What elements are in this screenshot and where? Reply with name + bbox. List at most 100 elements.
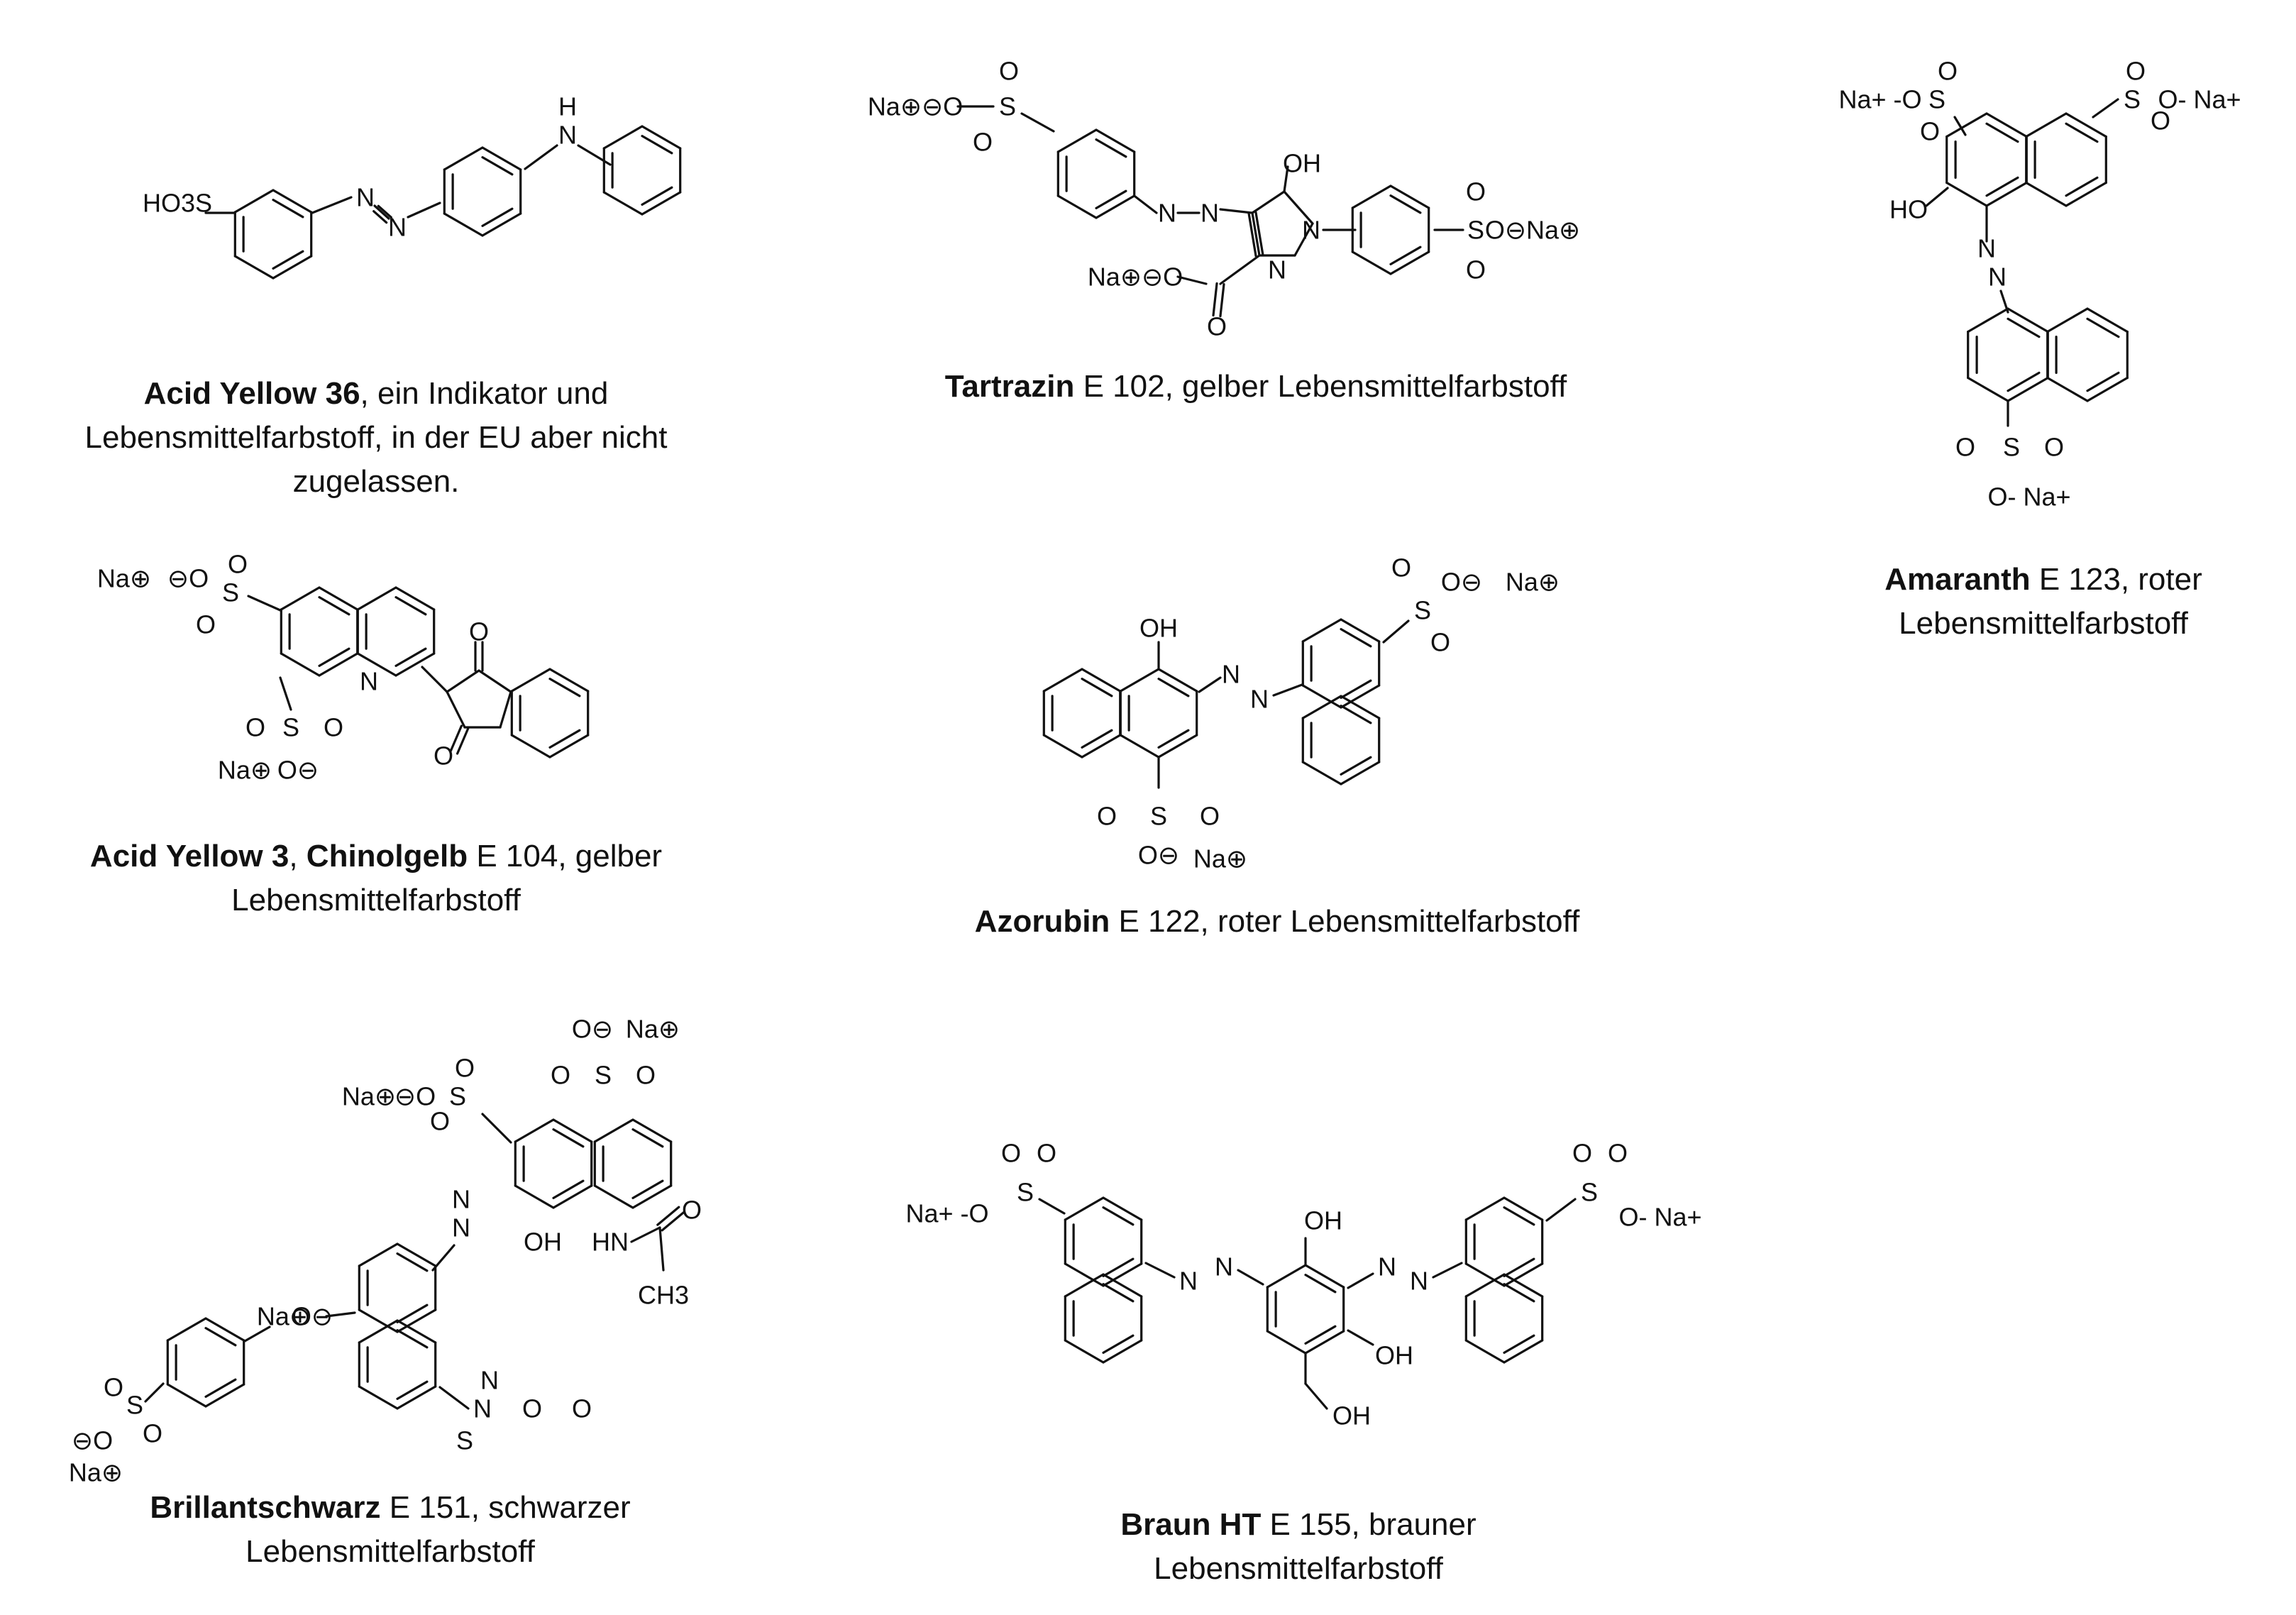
ring-bond	[394, 586, 436, 611]
bond	[658, 1226, 665, 1272]
ring-bond	[1340, 695, 1381, 720]
atom-label: Na+ -O	[905, 1199, 988, 1228]
atom-label: O	[1430, 628, 1450, 657]
bond	[1020, 112, 1055, 133]
atom-label: O	[2044, 433, 2064, 462]
atom-label: N	[558, 121, 577, 150]
ring-inner-bond	[1095, 138, 1127, 158]
ring-inner-bond	[396, 1329, 429, 1349]
ring-inner-bond	[2065, 176, 2099, 197]
atom-label: O⊖	[277, 756, 319, 785]
ring-bond	[2007, 376, 2049, 402]
ring-bond	[1464, 1273, 1506, 1298]
ring-bond	[1119, 668, 1160, 693]
bond	[1382, 619, 1410, 644]
ring-bond	[641, 191, 682, 216]
atom-label: O	[469, 617, 489, 646]
bond	[144, 1382, 165, 1403]
ring-inner-bond	[1102, 1334, 1135, 1354]
double-bond	[1254, 211, 1264, 256]
ring-inner-bond	[548, 678, 581, 698]
ring-bond	[1301, 761, 1342, 786]
ring-inner-bond	[272, 250, 304, 270]
ring-bond	[2065, 181, 2107, 207]
bond	[438, 1386, 470, 1410]
bond	[524, 144, 558, 170]
ring-bond	[1985, 181, 2028, 207]
atom-label: S	[1928, 85, 1945, 114]
atom-label: O	[1608, 1139, 1628, 1168]
ring-bond	[1351, 250, 1392, 275]
atom-label: N	[1201, 199, 1219, 228]
atom-label: O⊖	[1138, 841, 1179, 870]
double-bond	[656, 1206, 680, 1226]
bond	[1293, 222, 1314, 257]
ring-inner-bond	[318, 596, 351, 616]
atom-label: O	[104, 1373, 123, 1402]
bond	[1134, 195, 1158, 214]
ring-bond	[356, 586, 397, 611]
atom-label: O	[228, 550, 248, 579]
bond	[478, 669, 512, 693]
atom-label: S	[126, 1391, 143, 1420]
caption-brillantschwarz: Brillantschwarz E 151, schwarzer Lebensm…	[150, 1490, 631, 1569]
ring-bond	[602, 191, 644, 216]
ring-bond	[1064, 1339, 1105, 1364]
atom-label: O	[430, 1107, 450, 1136]
atom-label: S	[1150, 802, 1167, 831]
ring-bond	[1102, 1196, 1143, 1221]
atom-label: H	[558, 92, 577, 121]
atom-label: O- Na+	[1618, 1203, 1701, 1232]
ring-bond	[1464, 1262, 1506, 1287]
ring-bond	[2065, 112, 2107, 138]
ring-inner-bond	[1340, 705, 1372, 724]
ring-inner-bond	[394, 647, 427, 667]
ring-bond	[358, 1308, 399, 1333]
ring-inner-bond	[1157, 729, 1190, 749]
atom-label: Na⊕	[218, 756, 272, 785]
ring-bond	[272, 255, 313, 280]
atom-label: ⊖O	[72, 1426, 113, 1455]
ring-bond	[593, 1118, 634, 1143]
bond	[630, 1226, 661, 1243]
bond	[1283, 165, 1289, 193]
caption-chinolgelb: Acid Yellow 3, Chinolgelb E 104, gelber …	[89, 839, 663, 917]
atom-label: S	[1467, 216, 1484, 245]
ring-inner-bond	[204, 1327, 237, 1347]
atom-label: O	[2151, 106, 2170, 136]
ring-bond	[1301, 695, 1342, 720]
atom-label: O- Na+	[1987, 483, 2070, 512]
atom-label: O	[522, 1394, 542, 1423]
ring-bond	[1389, 250, 1430, 275]
ring-bond	[552, 1184, 593, 1209]
ring-inner-bond	[1503, 1283, 1535, 1303]
atom-label: N	[452, 1213, 470, 1242]
atom-label: O	[551, 1061, 570, 1090]
ring-bond	[396, 1319, 437, 1344]
ring-bond	[552, 1118, 593, 1143]
atom-label: Na⊕	[97, 564, 151, 593]
atom-label: Na+ -O	[1838, 85, 1921, 114]
atom-label: O	[1037, 1139, 1056, 1168]
ring-bond	[1340, 684, 1381, 709]
ring-bond	[481, 212, 522, 237]
atom-label: CH3	[638, 1281, 689, 1310]
atom-label: O	[682, 1196, 702, 1225]
atom-label: N	[356, 183, 375, 212]
ring-bond	[1157, 668, 1198, 693]
bond	[1432, 1262, 1463, 1279]
ring-bond	[2025, 112, 2068, 138]
ring-inner-bond	[396, 1252, 429, 1272]
atom-label: S	[2003, 433, 2020, 462]
bond	[1347, 1329, 1374, 1346]
ring-bond	[510, 734, 551, 759]
atom-label: O⊖	[572, 1015, 613, 1044]
ring-bond	[280, 586, 321, 611]
double-bond	[661, 1211, 685, 1232]
bond	[1251, 211, 1261, 257]
bond	[1176, 275, 1208, 285]
ring-bond	[166, 1317, 207, 1342]
atom-label: O	[143, 1419, 162, 1448]
ring-inner-bond	[1102, 1206, 1135, 1226]
atom-label: HN	[592, 1228, 629, 1257]
